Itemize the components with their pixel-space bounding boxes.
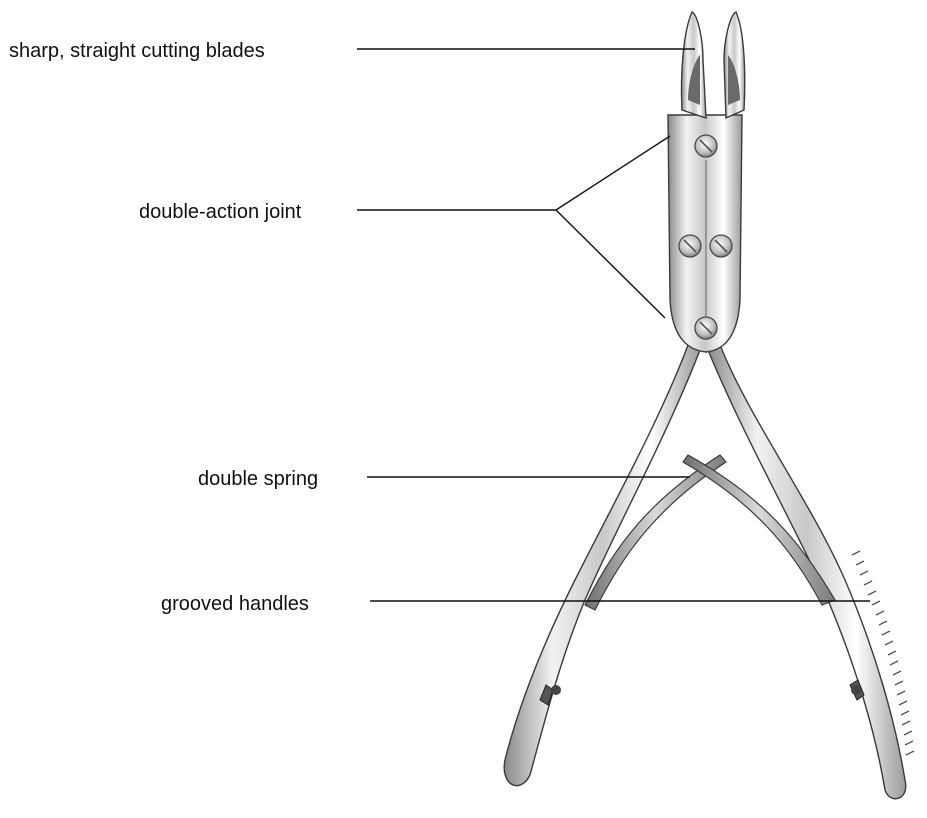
screw-bottom [695,317,717,339]
screw-middle-right [710,235,732,257]
screw-middle-left [679,235,701,257]
screw-top [695,135,717,157]
cutting-blades [681,12,744,118]
label-cutting-blades: sharp, straight cutting blades [9,39,265,63]
label-grooved-handles: grooved handles [161,592,309,616]
left-handle [504,345,700,786]
label-double-action-joint: double-action joint [139,200,301,224]
label-double-spring: double spring [198,467,318,491]
leader-line-joint [357,136,670,318]
